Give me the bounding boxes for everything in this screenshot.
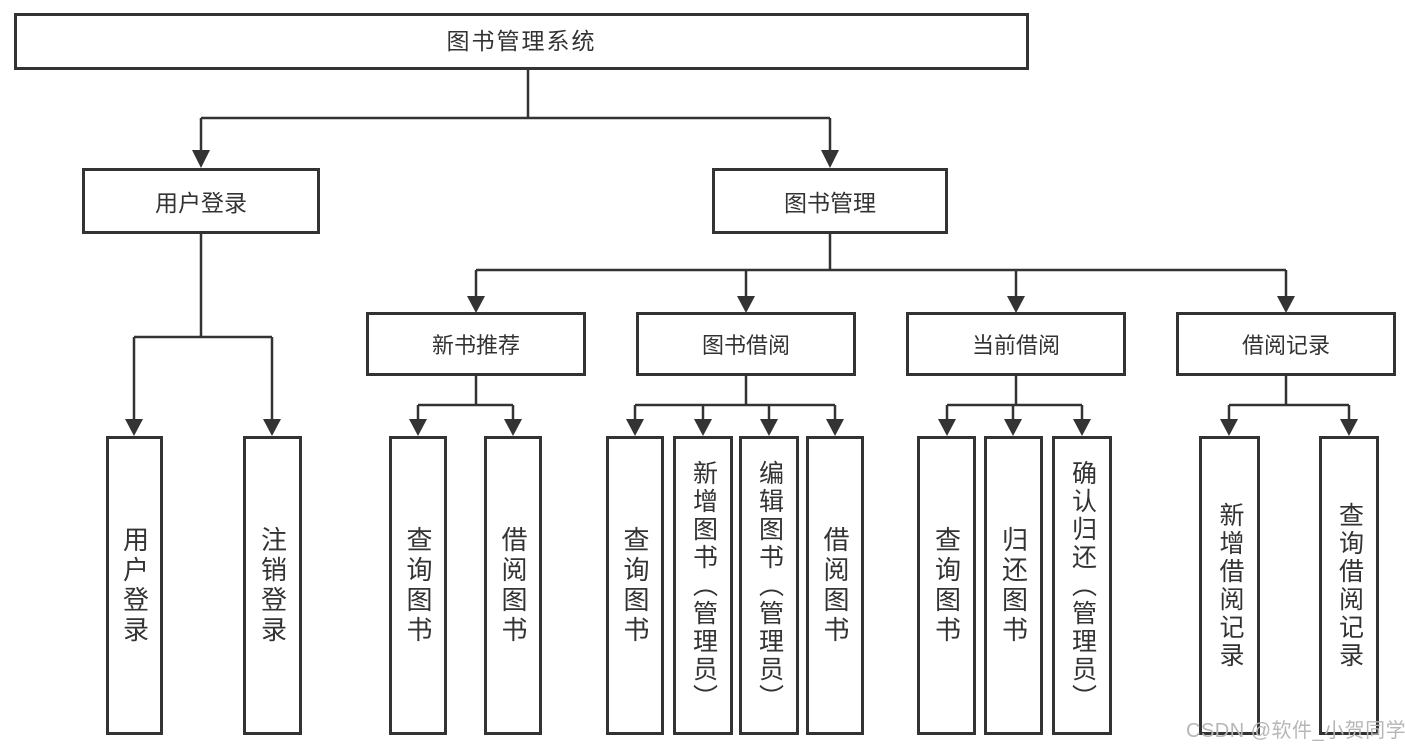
leaf-logout-login: 注销登录 xyxy=(243,436,302,735)
leaf-query-book-recommend: 查询图书 xyxy=(389,436,447,735)
leaf-user-login: 用户登录 xyxy=(106,436,163,735)
node-borrow-records: 借阅记录 xyxy=(1176,312,1396,376)
leaf-query-book-borrow: 查询图书 xyxy=(606,436,664,735)
leaf-borrow-book-recommend: 借阅图书 xyxy=(484,436,542,735)
node-book-borrow: 图书借阅 xyxy=(636,312,856,376)
node-current-borrow: 当前借阅 xyxy=(906,312,1126,376)
leaf-query-borrow-record: 查询借阅记录 xyxy=(1319,436,1379,735)
leaf-add-book-admin: 新增图书（管理员） xyxy=(673,436,733,735)
leaf-edit-book-admin: 编辑图书（管理员） xyxy=(739,436,799,735)
leaf-query-book-current: 查询图书 xyxy=(917,436,976,735)
watermark-text: CSDN @软件_小贺同学 xyxy=(1186,720,1405,742)
node-user-login: 用户登录 xyxy=(82,168,320,234)
node-book-management: 图书管理 xyxy=(712,168,948,234)
node-root: 图书管理系统 xyxy=(14,13,1029,70)
leaf-add-borrow-record: 新增借阅记录 xyxy=(1199,436,1260,735)
leaf-return-book: 归还图书 xyxy=(984,436,1043,735)
leaf-borrow-book-borrow: 借阅图书 xyxy=(806,436,864,735)
node-new-book-recommend: 新书推荐 xyxy=(366,312,586,376)
leaf-confirm-return-admin: 确认归还（管理员） xyxy=(1052,436,1112,735)
